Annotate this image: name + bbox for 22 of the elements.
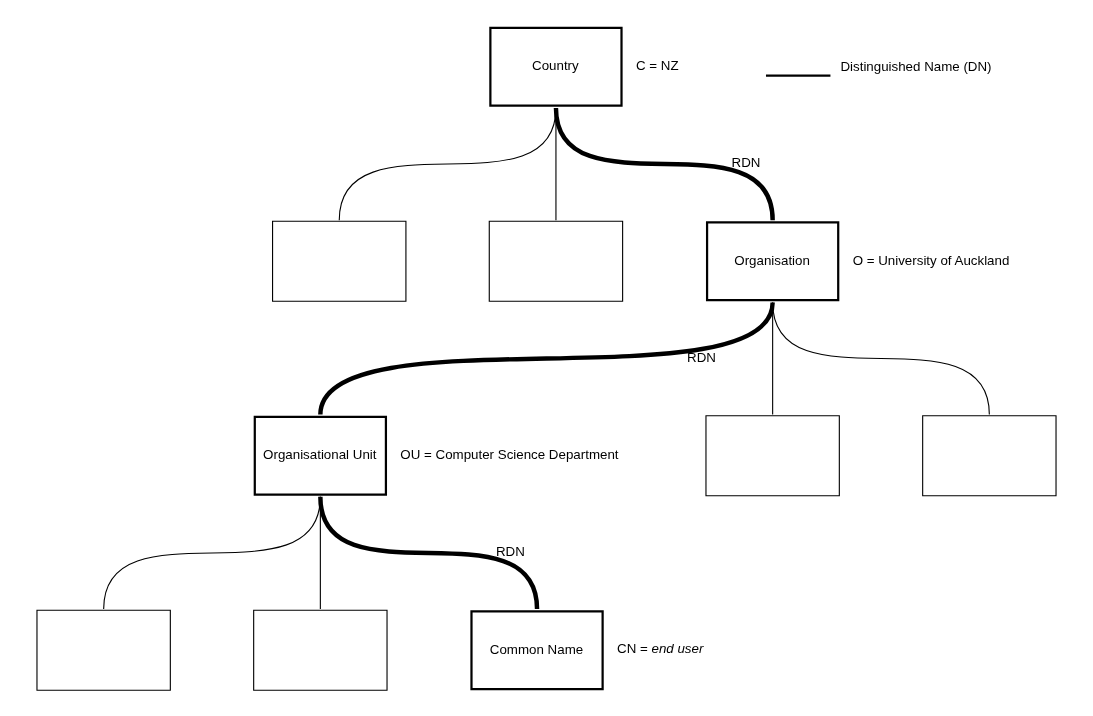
connector (318, 301, 775, 415)
node-label: CN = end user (617, 640, 704, 656)
node-box: Organisational Unit (253, 415, 388, 496)
node-label: C = NZ (635, 57, 679, 73)
node-box (36, 609, 171, 691)
node-box (253, 609, 388, 691)
node-label: OU = Computer Science Department (400, 446, 619, 462)
connector (772, 301, 990, 415)
node-box: Organisation (705, 220, 840, 301)
node-box: Country (489, 26, 623, 107)
node-box (272, 220, 407, 302)
node-box (922, 414, 1057, 496)
node-box: Common Name (470, 609, 604, 690)
edge-label: RDN (495, 543, 525, 559)
connector (318, 495, 540, 609)
connector (553, 107, 775, 221)
node-box (705, 414, 840, 496)
edge-label: RDN (687, 349, 716, 365)
node-box (488, 220, 624, 302)
edge-label: RDN (731, 154, 761, 170)
node-label: O = University of Auckland (852, 252, 1010, 268)
legend-label: Distinguished Name (DN) (840, 58, 992, 74)
